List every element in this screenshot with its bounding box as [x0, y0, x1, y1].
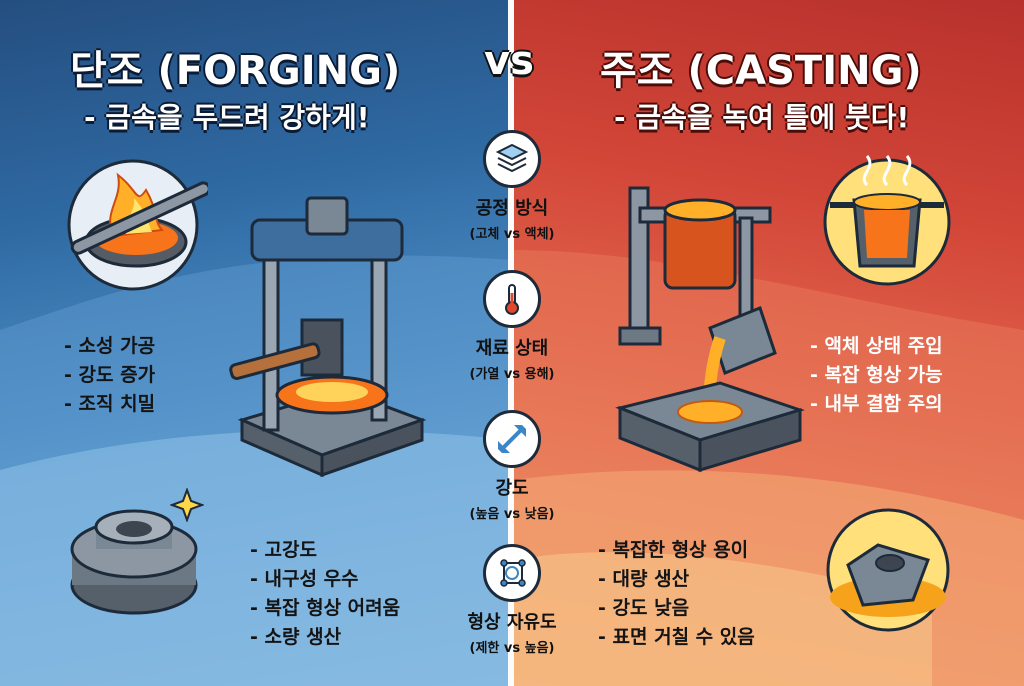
- crucible-icon: [823, 155, 951, 286]
- list-item: 조직 치밀: [64, 390, 156, 419]
- forging-title: 단조 (FORGING): [70, 48, 401, 94]
- criterion-detail: (가열 vs 용해): [469, 367, 555, 382]
- list-item: 소량 생산: [250, 623, 400, 652]
- criterion-label: 강도: [495, 478, 529, 499]
- criterion-detail: (고체 vs 액체): [469, 227, 555, 242]
- center-divider: [508, 0, 514, 686]
- list-item: 내구성 우수: [250, 565, 400, 594]
- forging-product-list: 고강도 내구성 우수 복잡 형상 어려움 소량 생산: [250, 536, 401, 652]
- list-item: 복잡 형상 어려움: [250, 594, 401, 623]
- criterion-label: 형상 자유도: [467, 612, 557, 633]
- list-item: 강도 낮음: [598, 594, 755, 623]
- diagonal-arrows-icon: [483, 410, 541, 468]
- list-item: 내부 결함 주의: [810, 390, 943, 419]
- thermometer-icon: [483, 270, 541, 328]
- list-item: 복잡 형상 가능: [810, 361, 943, 390]
- list-item: 표면 거칠 수 있음: [598, 623, 755, 652]
- criterion-strength: 강도 (높음 vs 낮음): [436, 410, 588, 522]
- forging-process-list: 소성 가공 강도 증가 조직 치밀: [64, 332, 156, 419]
- casting-process-list: 액체 상태 주입 복잡 형상 가능 내부 결함 주의: [810, 332, 943, 419]
- ladle-pouring-icon: [615, 186, 805, 473]
- shape-nodes-icon: [483, 544, 541, 602]
- list-item: 복잡한 형상 용이: [598, 536, 755, 565]
- criterion-shape-freedom: 형상 자유도 (제한 vs 높음): [436, 544, 588, 656]
- layers-icon: [483, 130, 541, 188]
- casting-title: 주조 (CASTING): [600, 48, 922, 94]
- cast-part-icon: [826, 508, 950, 632]
- criterion-label: 재료 상태: [475, 338, 549, 359]
- criterion-detail: (높음 vs 낮음): [469, 507, 555, 522]
- forging-subtitle: - 금속을 두드려 강하게!: [84, 101, 370, 134]
- casting-subtitle: - 금속을 녹여 틀에 붓다!: [614, 101, 910, 134]
- criterion-process-method: 공정 방식 (고체 vs 액체): [436, 130, 588, 242]
- criterion-label: 공정 방식: [475, 198, 549, 219]
- list-item: 소성 가공: [64, 332, 156, 361]
- criterion-material-state: 재료 상태 (가열 vs 용해): [436, 270, 588, 382]
- furnace-rod-icon: [67, 159, 208, 291]
- criterion-detail: (제한 vs 높음): [469, 641, 555, 656]
- list-item: 액체 상태 주입: [810, 332, 943, 361]
- list-item: 대량 생산: [598, 565, 755, 594]
- forging-press-icon: [229, 196, 427, 478]
- list-item: 고강도: [250, 536, 400, 565]
- forged-ring-icon: [70, 509, 198, 615]
- list-item: 강도 증가: [64, 361, 156, 390]
- sparkle-icon: [170, 488, 204, 522]
- vs-label: vs: [484, 38, 534, 84]
- casting-product-list: 복잡한 형상 용이 대량 생산 강도 낮음 표면 거칠 수 있음: [598, 536, 755, 652]
